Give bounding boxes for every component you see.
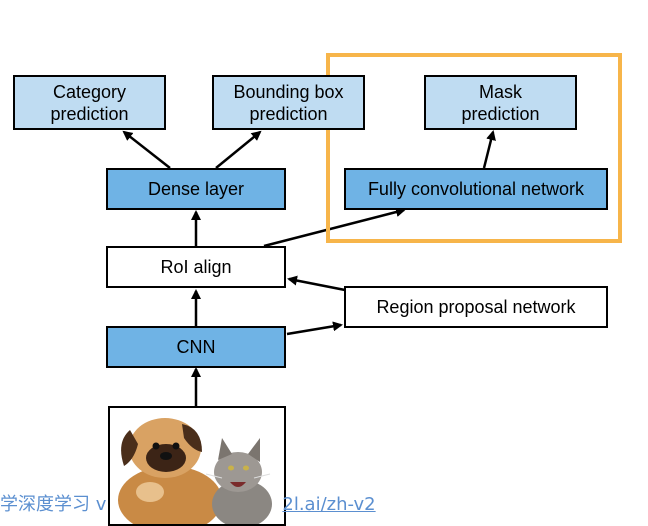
arrow-rpn-to-roi [287,275,346,292]
arrow-dense-to-category [122,130,171,169]
fully-convolutional-network-box: Fully convolutional network [344,168,608,210]
arrow-cnn-to-rpn [286,321,343,336]
mask-prediction-box: Mask prediction [424,75,577,130]
input-image [108,406,286,526]
dog-and-cat-illustration [118,418,272,524]
arrow-dense-to-bbox [215,130,262,169]
mask-branch-highlight [326,53,622,243]
dense-layer-box: Dense layer [106,168,286,210]
category-prediction-box: Category prediction [13,75,166,130]
arrow-roi-to-fcn [263,207,406,248]
bounding-box-prediction-box: Bounding box prediction [212,75,365,130]
roi-align-box: RoI align [106,246,286,288]
watermark-url[interactable]: 2l.ai/zh-v2 [282,494,376,515]
region-proposal-network-box: Region proposal network [344,286,608,328]
watermark-prefix: 学深度学习 v [0,494,107,515]
watermark: 学深度学习 v 2l.ai/zh-v2 [0,490,376,516]
cnn-box: CNN [106,326,286,368]
arrow-fcn-to-mask [482,130,496,169]
